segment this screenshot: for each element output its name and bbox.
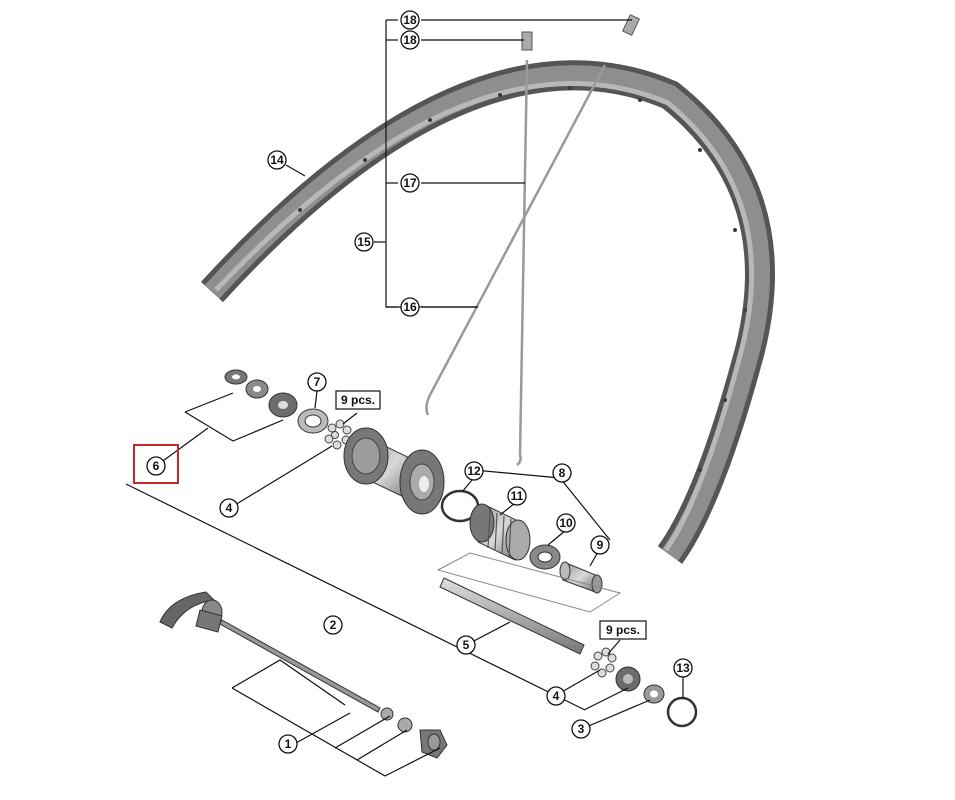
qr-spring-1 bbox=[380, 707, 394, 721]
callout-17: 17 bbox=[400, 173, 420, 193]
hub-body bbox=[343, 427, 445, 515]
callout-16-text: 16 bbox=[403, 300, 417, 314]
freehub bbox=[440, 489, 603, 594]
callout-8: 8 bbox=[552, 463, 572, 483]
callouts: 18 18 17 15 16 14 7 6 4 12 8 11 10 9 2 5… bbox=[146, 10, 693, 754]
callout-18-second-text: 18 bbox=[403, 33, 417, 47]
hub-axle bbox=[439, 577, 585, 655]
qr-skewer bbox=[219, 619, 381, 713]
callout-15: 15 bbox=[354, 232, 374, 252]
callout-2: 2 bbox=[323, 615, 343, 635]
callout-4-rear: 4 bbox=[546, 686, 566, 706]
spoke-straight bbox=[518, 59, 529, 456]
freehub-subassembly-box bbox=[436, 552, 622, 613]
callout-7: 7 bbox=[307, 372, 327, 392]
qty-box-rear: 9 pcs. bbox=[599, 620, 647, 640]
callout-1-text: 1 bbox=[285, 737, 292, 751]
callout-11: 11 bbox=[507, 486, 527, 506]
callout-13-text: 13 bbox=[676, 661, 690, 675]
nipples bbox=[521, 14, 640, 51]
quick-release bbox=[159, 591, 448, 759]
callout-3-text: 3 bbox=[578, 722, 585, 736]
callout-4-front-text: 4 bbox=[226, 501, 233, 515]
callout-4-rear-text: 4 bbox=[553, 689, 560, 703]
highlight-box-6 bbox=[133, 444, 179, 484]
qty-rear-text: 9 pcs. bbox=[606, 623, 640, 637]
callout-12: 12 bbox=[464, 461, 484, 481]
spokes bbox=[425, 59, 607, 466]
callout-12-text: 12 bbox=[467, 464, 481, 478]
left-small-parts bbox=[224, 369, 329, 434]
qty-front-text: 9 pcs. bbox=[341, 393, 375, 407]
rim bbox=[200, 60, 775, 564]
qty-box-front: 9 pcs. bbox=[335, 390, 381, 410]
callout-18-second: 18 bbox=[400, 30, 420, 50]
callout-5: 5 bbox=[456, 635, 476, 655]
callout-8-text: 8 bbox=[559, 466, 566, 480]
callout-9-text: 9 bbox=[597, 538, 604, 552]
nipple-2 bbox=[622, 14, 640, 36]
callout-13: 13 bbox=[673, 658, 693, 678]
leader-lines bbox=[125, 19, 684, 777]
callout-15-text: 15 bbox=[357, 235, 371, 249]
spoke-bent bbox=[428, 64, 607, 396]
callout-4-front: 4 bbox=[219, 498, 239, 518]
callout-3: 3 bbox=[571, 719, 591, 739]
callout-18-top: 18 bbox=[400, 10, 420, 30]
callout-11-text: 11 bbox=[511, 489, 524, 503]
callout-10: 10 bbox=[556, 513, 576, 533]
rim-spoke-holes bbox=[298, 86, 747, 472]
callout-18-top-text: 18 bbox=[403, 13, 417, 27]
callout-14: 14 bbox=[267, 150, 287, 170]
callout-10-text: 10 bbox=[559, 516, 573, 530]
callout-14-text: 14 bbox=[270, 153, 284, 167]
callout-17-text: 17 bbox=[403, 176, 417, 190]
callout-6: 6 bbox=[146, 456, 166, 476]
o-ring-13 bbox=[666, 696, 698, 728]
callout-16: 16 bbox=[400, 297, 420, 317]
callout-5-text: 5 bbox=[463, 638, 470, 652]
bearing-balls-front bbox=[324, 419, 352, 450]
callout-6-text: 6 bbox=[153, 459, 160, 473]
callout-2-text: 2 bbox=[330, 618, 337, 632]
callout-7-text: 7 bbox=[314, 375, 321, 389]
callout-1: 1 bbox=[278, 734, 298, 754]
qr-spring-2 bbox=[397, 717, 413, 733]
nipple-1 bbox=[521, 31, 533, 51]
callout-9: 9 bbox=[590, 535, 610, 555]
